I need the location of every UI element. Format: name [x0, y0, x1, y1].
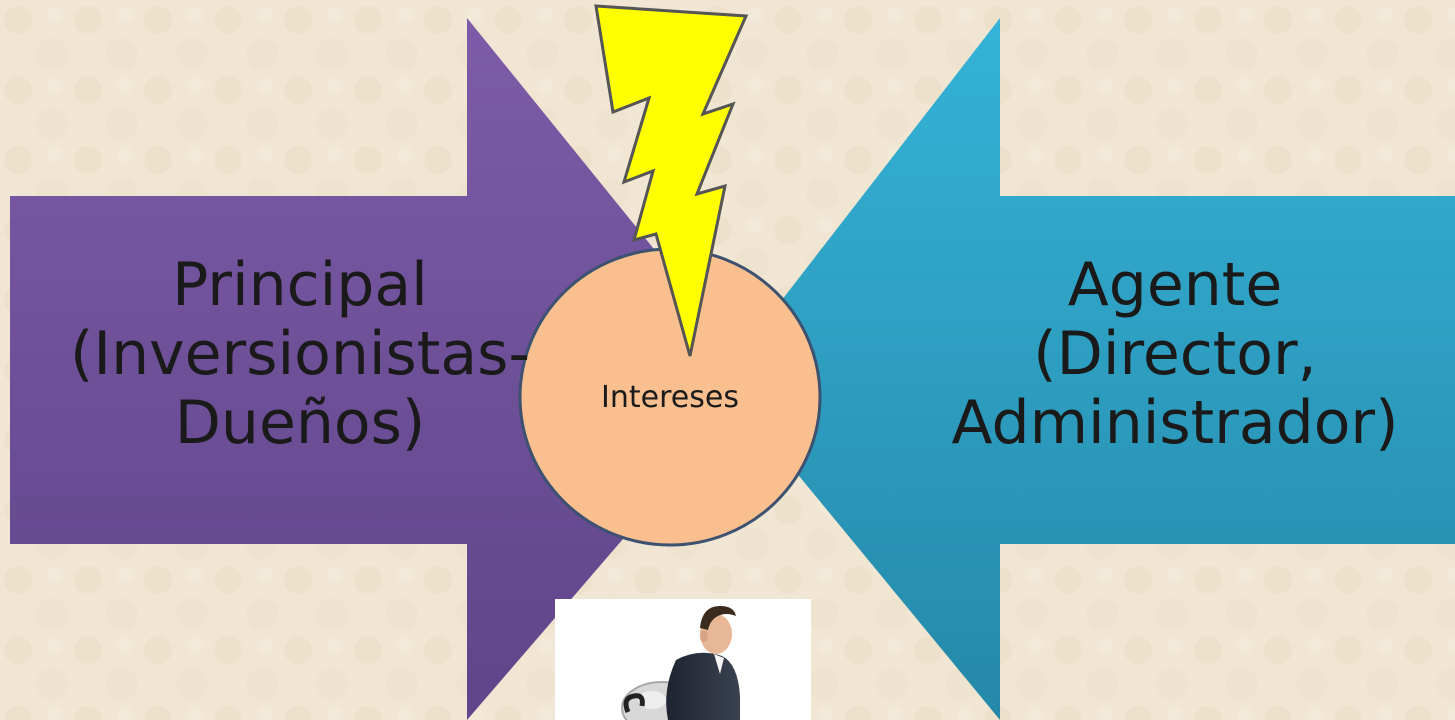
- agente-label-line-2: (Director,: [1033, 319, 1317, 389]
- businessman-carrying-moneybag-photo: [555, 599, 811, 720]
- principal-label-line-3: Dueños): [174, 388, 426, 458]
- principal-label-line-1: Principal: [172, 250, 428, 320]
- agente-label-line-1: Agente: [1067, 250, 1283, 320]
- principal-label: Principal (Inversionistas- Dueños): [20, 255, 580, 462]
- principal-label-line-2: (Inversionistas-: [69, 319, 531, 389]
- left-arrow: [10, 18, 760, 720]
- right-arrow: [720, 18, 1455, 720]
- lightning-bolt-icon: [594, 4, 749, 357]
- agente-label: Agente (Director, Administrador): [895, 255, 1455, 462]
- agente-label-line-3: Administrador): [951, 388, 1399, 458]
- intereses-label: Intereses: [601, 380, 739, 415]
